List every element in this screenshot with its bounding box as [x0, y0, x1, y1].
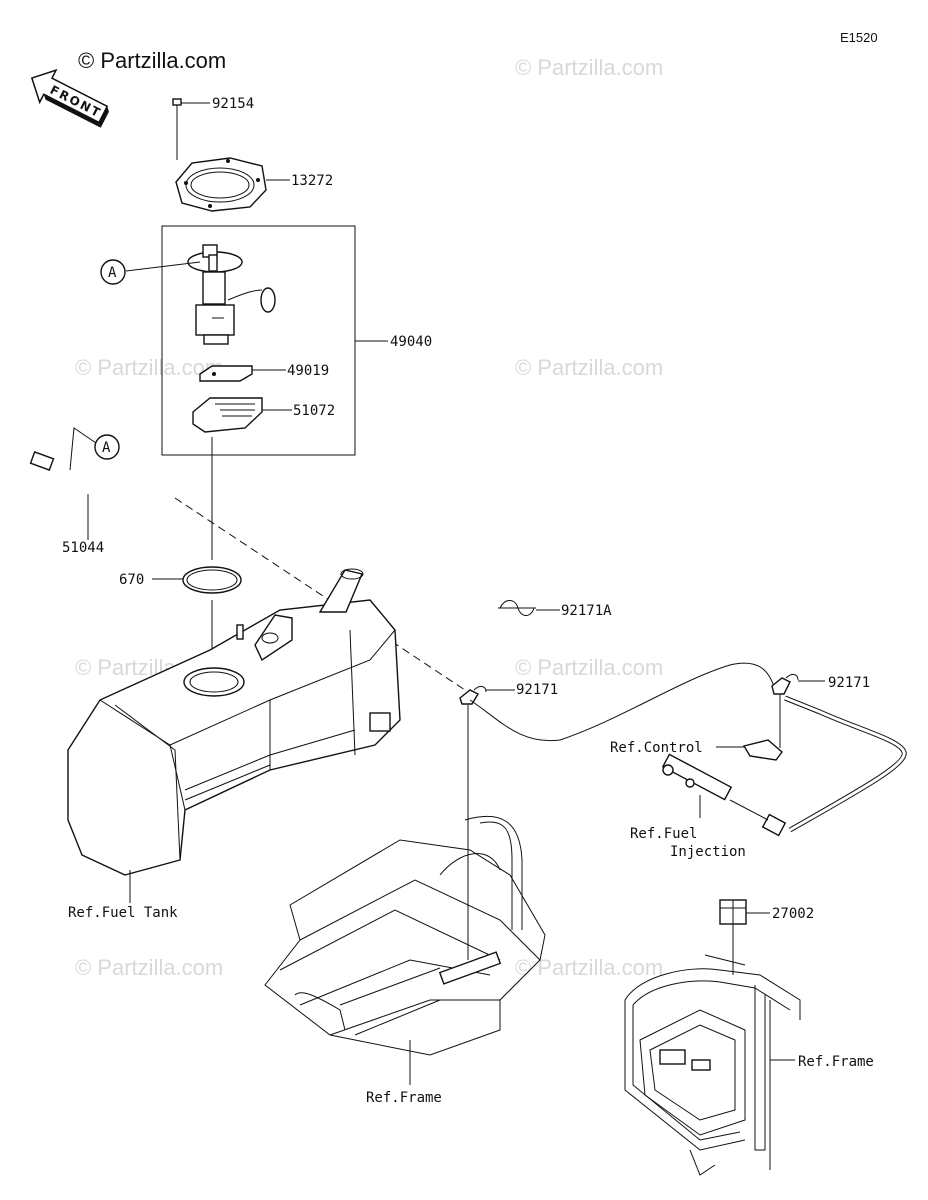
diagram-code: E1520	[840, 30, 878, 45]
part-label-670: 670	[119, 572, 144, 588]
watermark: © Partzilla.com	[75, 955, 223, 980]
watermark: © Partzilla.com	[515, 655, 663, 680]
ref-fuel-tank: Ref.Fuel Tank	[68, 905, 178, 921]
clamp-92171-right	[771, 673, 799, 695]
control-bracket	[742, 739, 783, 761]
ref-frame-right: Ref.Frame	[798, 1054, 874, 1070]
clamp-92171-left	[459, 685, 487, 705]
part-label-92171-left: 92171	[516, 682, 558, 698]
switch-27002	[719, 899, 747, 925]
frame-right	[624, 954, 801, 1176]
clamp-92171A	[498, 600, 536, 616]
reference-a-circle-top	[100, 259, 126, 285]
reference-a-circle-hose	[94, 434, 120, 460]
part-label-51044: 51044	[62, 540, 104, 556]
ref-frame-center: Ref.Frame	[366, 1090, 442, 1106]
frame-center	[264, 815, 546, 1056]
reference-a-label-top: A	[108, 265, 117, 281]
part-label-92171A: 92171A	[561, 603, 612, 619]
part-label-49019: 49019	[287, 363, 329, 379]
part-label-13272: 13272	[291, 173, 333, 189]
watermark: © Partzilla.com	[515, 55, 663, 80]
cup-51072	[192, 397, 263, 433]
part-label-27002: 27002	[772, 906, 814, 922]
ref-control: Ref.Control	[610, 740, 703, 756]
part-label-49040: 49040	[390, 334, 432, 350]
part-label-51072: 51072	[293, 403, 335, 419]
filter-49019	[199, 365, 253, 382]
fuel-injection-rail	[661, 753, 787, 837]
reference-a-label-hose: A	[102, 440, 111, 456]
watermark: © Partzilla.com	[515, 355, 663, 380]
part-label-92154: 92154	[212, 96, 254, 112]
bolt-92154	[172, 98, 210, 115]
watermark: © Partzilla.com	[515, 955, 663, 980]
plate-13272	[175, 157, 267, 212]
ref-fuel-injection-2: Injection	[670, 844, 746, 860]
watermark: © Partzilla.com	[75, 355, 223, 380]
o-ring-670	[182, 566, 242, 594]
ref-fuel-injection-1: Ref.Fuel	[630, 826, 697, 842]
fuel-tank	[67, 568, 401, 876]
brand-label: © Partzilla.com	[78, 48, 226, 73]
fuel-pump-assembly	[187, 244, 276, 345]
hose-51044	[26, 427, 176, 500]
part-label-92171-right: 92171	[828, 675, 870, 691]
